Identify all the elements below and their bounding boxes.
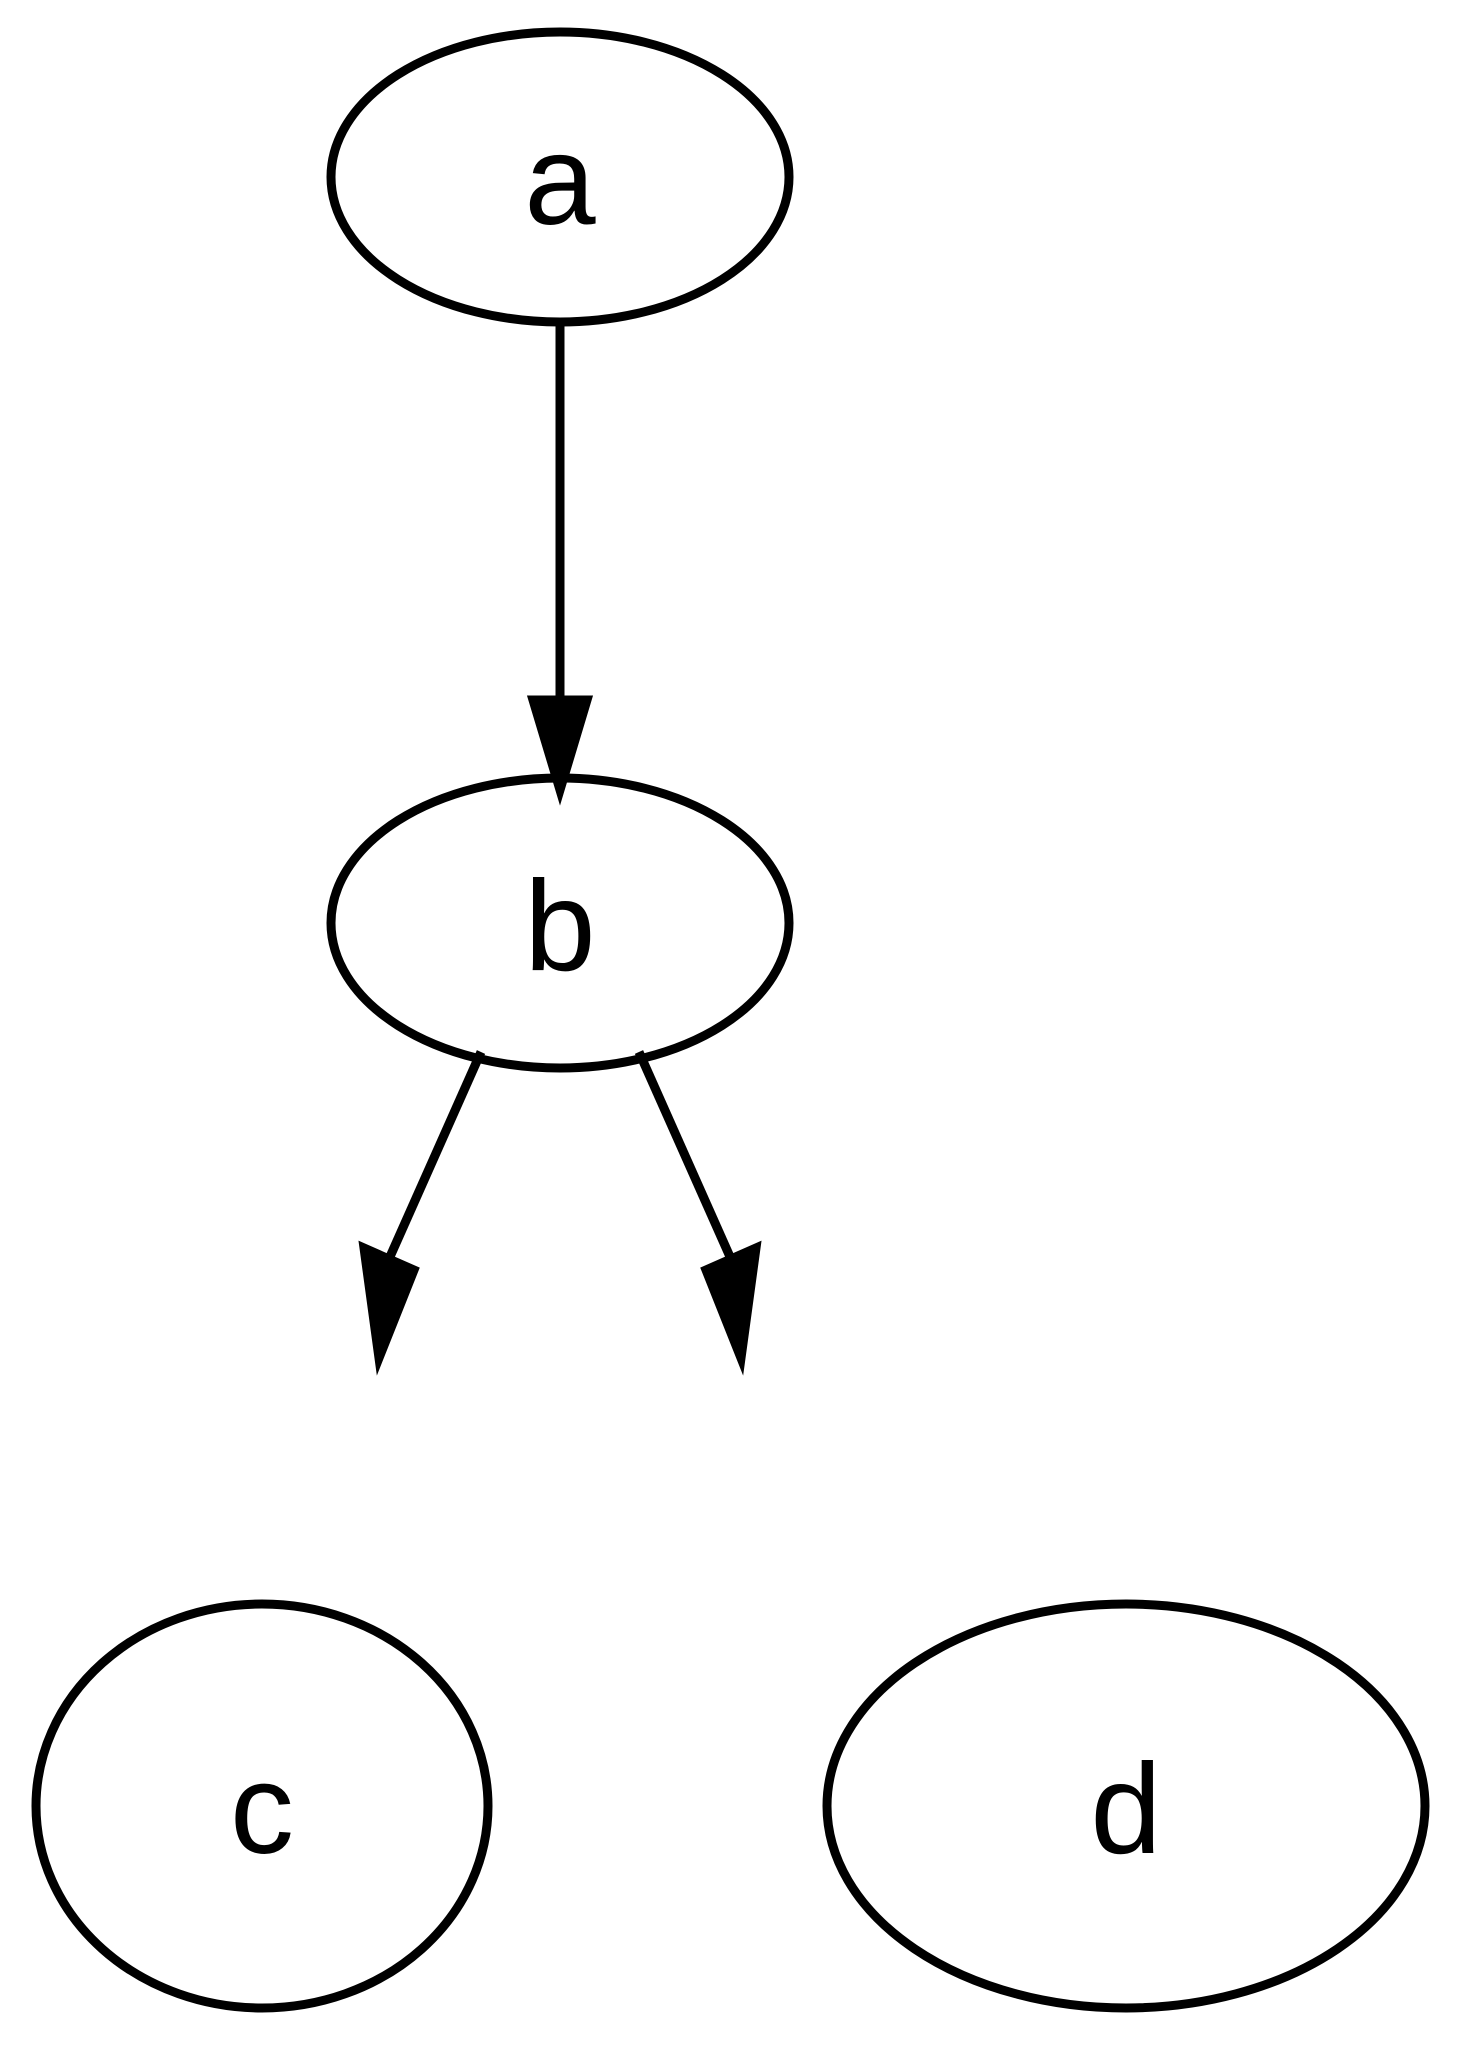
edge-b-to-c-line — [384, 1050, 486, 1261]
node-d-label: d — [1090, 1738, 1161, 1881]
node-c-ellipse — [31, 1599, 493, 2013]
node-b[interactable]: b — [326, 773, 794, 1073]
node-b-ellipse — [326, 773, 794, 1073]
edge-b-to-d-line — [634, 1050, 736, 1261]
edge-b-to-d[interactable] — [634, 1050, 762, 1376]
node-a-ellipse — [326, 27, 794, 327]
node-d[interactable]: d — [822, 1599, 1430, 2013]
node-b-label: b — [524, 855, 595, 998]
edge-a-to-b-arrowhead — [526, 695, 594, 806]
edge-a-to-b[interactable] — [526, 320, 594, 806]
edge-b-to-d-arrowhead — [700, 1240, 762, 1376]
edge-b-to-c-arrowhead — [358, 1240, 420, 1376]
node-a[interactable]: a — [326, 27, 794, 327]
edge-b-to-c[interactable] — [358, 1050, 486, 1376]
node-c[interactable]: c — [31, 1599, 493, 2013]
node-a-label: a — [524, 109, 596, 252]
node-c-label: c — [230, 1738, 294, 1881]
node-d-ellipse — [822, 1599, 1430, 2013]
